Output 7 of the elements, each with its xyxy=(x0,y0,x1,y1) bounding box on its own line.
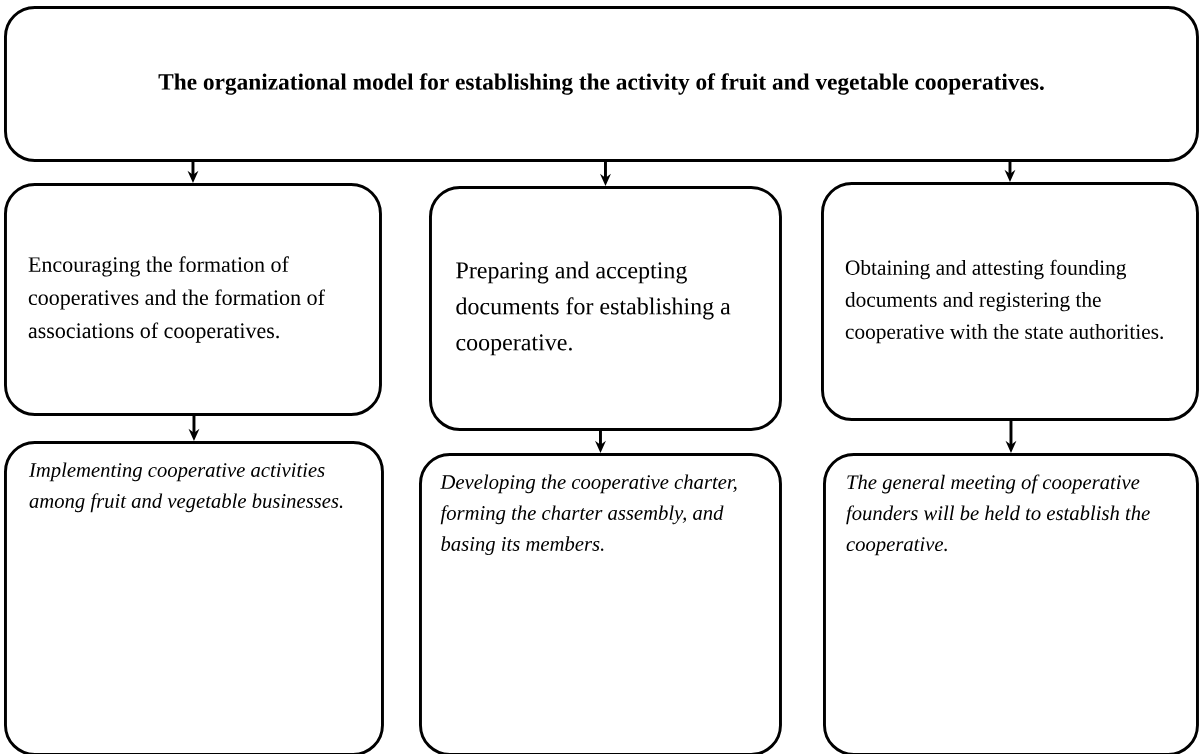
process-box: Encouraging the formation of cooperatives and the formation of associations of cooperatives. xyxy=(4,183,382,416)
title-box: The organizational model for establishing the activity of fruit and vegetable cooperatives. xyxy=(4,6,1199,162)
process-box: Obtaining and attesting founding documents and registering the cooperative with the state authorities. xyxy=(821,182,1199,421)
process-box: Preparing and accepting documents for establishing a cooperative. xyxy=(429,186,782,431)
outcome-box: Developing the cooperative charter, forming the charter assembly, and basing its members. xyxy=(419,453,782,754)
outcome-box: Implementing cooperative activities among fruit and vegetable businesses. xyxy=(4,441,384,754)
outcome-box: The general meeting of cooperative founders will be held to establish the cooperative. xyxy=(823,453,1199,754)
